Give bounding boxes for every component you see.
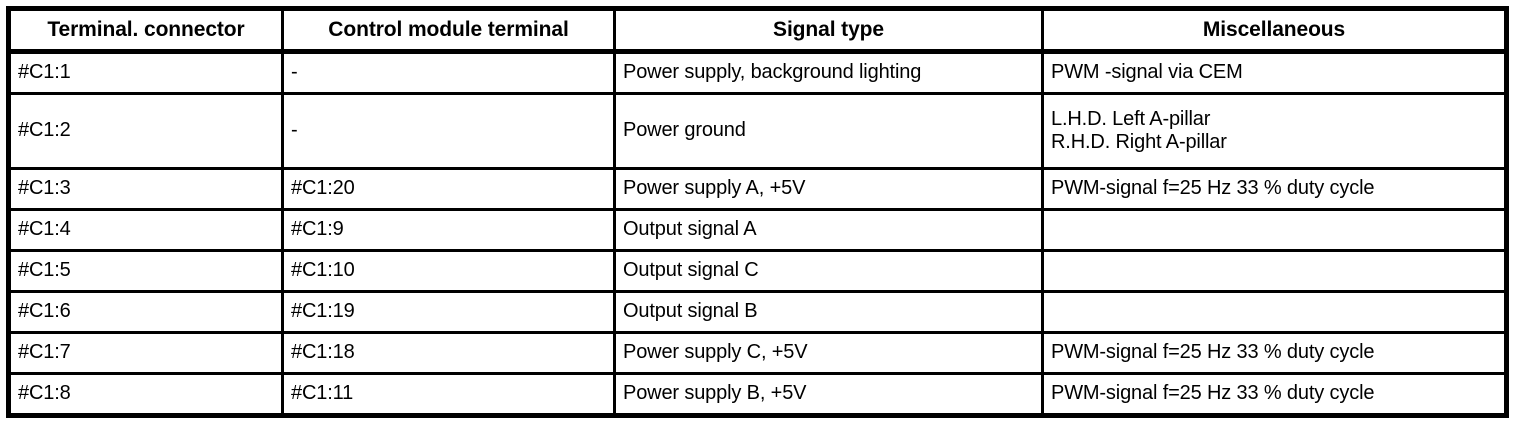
cell-control-module-terminal: - bbox=[282, 51, 616, 95]
cell-signal-type: Output signal A bbox=[614, 209, 1044, 252]
cell-terminal-connector: #C1:5 bbox=[8, 250, 284, 293]
cell-terminal-connector: #C1:6 bbox=[8, 291, 284, 334]
cell-control-module-terminal: #C1:11 bbox=[282, 373, 616, 416]
cell-miscellaneous: L.H.D. Left A-pillar R.H.D. Right A-pill… bbox=[1042, 93, 1507, 170]
cell-control-module-terminal: #C1:10 bbox=[282, 250, 616, 293]
cell-miscellaneous: PWM-signal f=25 Hz 33 % duty cycle bbox=[1051, 382, 1375, 405]
cell-terminal-connector: #C1:2 bbox=[8, 93, 284, 170]
cell-terminal-connector: #C1:3 bbox=[8, 168, 284, 211]
cell-control-module-terminal: - bbox=[282, 93, 616, 170]
cell-terminal-connector: #C1:4 bbox=[8, 209, 284, 252]
cell-terminal-connector: #C1:1 bbox=[8, 51, 284, 95]
cell-signal-type: Power ground bbox=[614, 93, 1044, 170]
table-header: Terminal. connector Control module termi… bbox=[8, 8, 1507, 54]
cell-terminal-connector: #C1:7 bbox=[8, 332, 284, 375]
header-row: Terminal. connector Control module termi… bbox=[8, 8, 1507, 54]
cell-signal-type: Output signal B bbox=[614, 291, 1044, 334]
cell-miscellaneous bbox=[1042, 209, 1507, 252]
cell-miscellaneous: PWM -signal via CEM bbox=[1042, 51, 1507, 95]
cell-miscellaneous bbox=[1042, 291, 1507, 334]
cell-signal-type: Power supply C, +5V bbox=[614, 332, 1044, 375]
cell-signal-type: Power supply, background lighting bbox=[614, 51, 1044, 95]
cell-miscellaneous: PWM-signal f=25 Hz 33 % duty cycle bbox=[1042, 332, 1507, 375]
column-header-miscellaneous: Miscellaneous bbox=[1042, 8, 1507, 54]
cell-control-module-terminal: #C1:19 bbox=[282, 291, 616, 334]
cell-control-module-terminal: #C1:18 bbox=[282, 332, 616, 375]
cell-control-module-terminal: #C1:9 bbox=[282, 209, 616, 252]
cell-signal-type: Power supply B, +5V bbox=[614, 373, 1044, 416]
cell-miscellaneous bbox=[1042, 250, 1507, 293]
wiring-terminal-table: Terminal. connector Control module termi… bbox=[6, 6, 1509, 418]
column-header-signal-type: Signal type bbox=[614, 8, 1044, 54]
cell-terminal-connector: #C1:8 bbox=[8, 373, 284, 416]
cell-miscellaneous: PWM-signal f=25 Hz 33 % duty cycle bbox=[1042, 168, 1507, 211]
column-header-control-module-terminal: Control module terminal bbox=[282, 8, 616, 54]
cell-signal-type: Power supply A, +5V bbox=[614, 168, 1044, 211]
cell-control-module-terminal: #C1:20 bbox=[282, 168, 616, 211]
column-header-terminal-connector: Terminal. connector bbox=[8, 8, 284, 54]
cell-signal-type: Output signal C bbox=[614, 250, 1044, 293]
